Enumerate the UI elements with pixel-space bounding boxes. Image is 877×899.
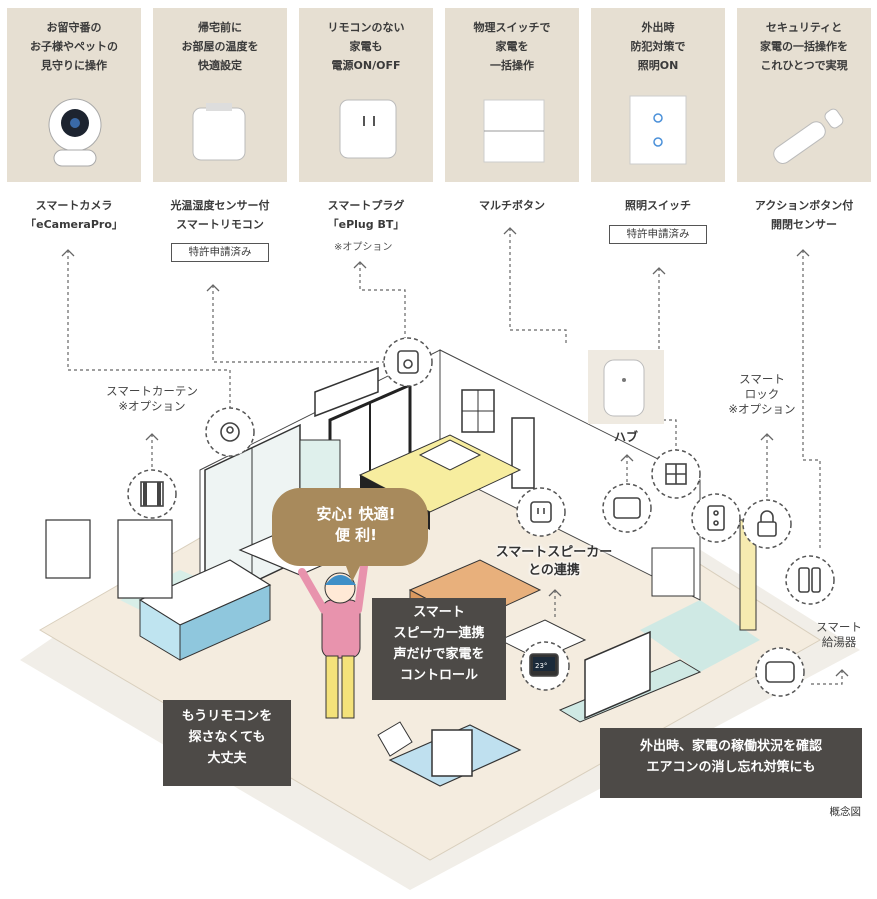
card-remote: 帰宅前に お部屋の温度を 快適設定: [153, 8, 287, 182]
product-name-light-switch: 照明スイッチ: [625, 199, 691, 212]
water-heater-label: スマート 給湯器: [816, 620, 862, 649]
teal-floor-area: [640, 600, 760, 672]
product-name-plug: スマートプラグ 「ePlug BT」: [327, 199, 405, 231]
air-conditioner: [314, 366, 379, 418]
bed-headboard: [418, 439, 482, 471]
product-name-camera: スマートカメラ 「eCameraPro」: [25, 199, 123, 231]
hub-device: [603, 359, 645, 417]
lock-label: スマート ロック ※オプション: [728, 372, 796, 416]
hub-device-icon: [613, 497, 641, 519]
door-right: [511, 417, 535, 489]
speech-bubble: [272, 488, 428, 582]
remote-icon: [397, 350, 419, 374]
speaker-screen-text: 23°: [535, 662, 547, 670]
card-sensor: セキュリティと 家電の一括操作を これひとつで実現: [737, 8, 871, 182]
card-sensor-desc: セキュリティと 家電の一括操作を これひとつで実現: [760, 21, 848, 72]
fridge: [117, 519, 173, 599]
multi-button-icon: [665, 463, 687, 485]
arrowheads: [61, 227, 849, 677]
remote-info-box: もうリモコンを 探さなくても 大丈夫: [163, 700, 291, 786]
plug-icon: [530, 501, 552, 523]
card-plug: リモコンのない 家電も 電源ON/OFF: [299, 8, 433, 182]
back-wall-right: [439, 349, 701, 601]
card-multi-button-desc: 物理スイッチで 家電を 一括操作: [473, 21, 551, 72]
monitor: [431, 729, 473, 777]
card-camera: お留守番の お子様やペットの 見守りに操作: [7, 8, 141, 182]
curtain-label: スマートカーテン ※オプション: [106, 384, 198, 413]
chair: [377, 721, 413, 757]
product-name-multi-button: マルチボタン: [479, 199, 545, 212]
away-info-box: 外出時、家電の稼働状況を確認 エアコンの消し忘れ対策にも: [600, 728, 862, 798]
curtain-icon: [140, 481, 164, 507]
patent-badge-light-switch: 特許申請済み: [609, 225, 707, 244]
wall-cabinet: [45, 519, 91, 579]
card-multi-button: 物理スイッチで 家電を 一括操作: [445, 8, 579, 182]
lock-icon: [757, 510, 777, 537]
card-light-switch: 外出時 防犯対策で 照明ON: [591, 8, 725, 182]
speaker-label: スマートスピーカー との連携: [495, 545, 613, 578]
bookshelf: [651, 547, 695, 597]
tv: [584, 630, 651, 720]
sensor-icon: [798, 567, 821, 593]
product-name-sensor: アクションボタン付 開閉センサー: [754, 199, 854, 231]
diagram-caption: 概念図: [829, 806, 862, 818]
card-plug-desc: リモコンのない 家電も 電源ON/OFF: [327, 21, 405, 72]
card-light-switch-desc: 外出時 防犯対策で 照明ON: [630, 21, 686, 72]
connector-lines: [67, 228, 843, 685]
hub-label: ハブ: [614, 430, 639, 444]
camera-small-icon: [220, 422, 240, 442]
card-remote-desc: 帰宅前に お部屋の温度を 快適設定: [181, 21, 259, 72]
person-figure: [298, 562, 368, 719]
water-heater-icon: [765, 661, 795, 683]
product-name-remote: 光温湿度センサー付 スマートリモコン: [170, 199, 270, 231]
plug-option-note: ※オプション: [334, 242, 393, 253]
patent-badge-remote: 特許申請済み: [171, 243, 269, 262]
speaker-info-box: スマート スピーカー連携 声だけで家電を コントロール: [372, 598, 506, 700]
card-camera-desc: お留守番の お子様やペットの 見守りに操作: [30, 21, 118, 72]
light-switch-icon: [707, 505, 725, 531]
bubble-text: 安心! 快適! 便 利!: [316, 505, 396, 544]
